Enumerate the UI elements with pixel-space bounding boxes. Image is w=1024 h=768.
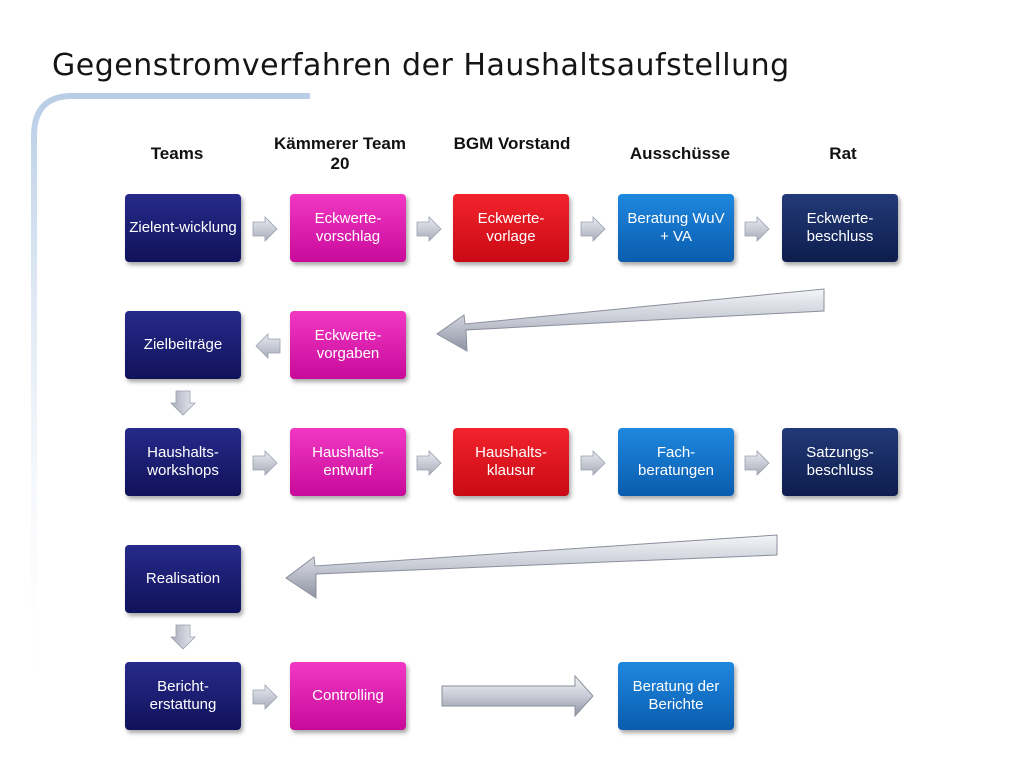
step-label: Beratung WuV + VA <box>627 210 725 245</box>
arrow-right-icon <box>744 216 770 242</box>
arrow-right-icon <box>744 450 770 476</box>
step-label: Eckwerte-vorlage <box>477 210 545 245</box>
step-beratung-wuv-va: Beratung WuV + VA <box>618 194 734 262</box>
long-right-arrow-icon <box>441 674 594 718</box>
step-label: Haushalts-entwurf <box>312 444 384 479</box>
step-eckwertevorgaben: Eckwerte-vorgaben <box>290 311 406 379</box>
step-realisation: Realisation <box>125 545 241 613</box>
step-controlling: Controlling <box>290 662 406 730</box>
arrow-right-icon <box>252 450 278 476</box>
step-zielbeitraege: Zielbeiträge <box>125 311 241 379</box>
step-label: Beratung der Berichte <box>632 678 720 713</box>
step-label: Haushalts-klausur <box>475 444 547 479</box>
step-label: Satzungs-beschluss <box>806 444 874 479</box>
step-eckwertebeschluss: Eckwerte-beschluss <box>782 194 898 262</box>
step-label: Realisation <box>145 570 221 587</box>
step-label: Eckwerte-vorgaben <box>314 327 382 362</box>
arrow-right-icon <box>416 216 442 242</box>
step-label: Bericht-erstattung <box>149 678 217 713</box>
arrow-down-icon <box>170 624 196 650</box>
step-label: Zielent-wicklung <box>129 219 237 236</box>
step-label: Eckwerte-vorschlag <box>314 210 382 245</box>
column-header-bgm: BGM Vorstand <box>453 134 571 153</box>
column-header-rat: Rat <box>829 144 857 163</box>
arrow-right-icon <box>252 216 278 242</box>
long-return-arrow-icon <box>436 288 825 352</box>
arrow-left-icon <box>255 333 281 359</box>
long-return-arrow-icon <box>285 534 778 599</box>
step-berichterstattung: Bericht-erstattung <box>125 662 241 730</box>
column-header-teams: Teams <box>150 144 204 163</box>
step-haushaltsentwurf: Haushalts-entwurf <box>290 428 406 496</box>
arrow-down-icon <box>170 390 196 416</box>
arrow-right-icon <box>580 216 606 242</box>
arrow-right-icon <box>416 450 442 476</box>
page-title: Gegenstromverfahren der Haushaltsaufstel… <box>52 48 790 83</box>
arrow-right-icon <box>252 684 278 710</box>
step-eckwertevorlage: Eckwerte-vorlage <box>453 194 569 262</box>
step-label: Eckwerte-beschluss <box>806 210 874 245</box>
step-label: Controlling <box>312 687 384 704</box>
step-label: Zielbeiträge <box>143 336 223 353</box>
arrow-right-icon <box>580 450 606 476</box>
step-label: Fach-beratungen <box>638 444 714 479</box>
step-label: Haushalts-workshops <box>147 444 219 479</box>
step-fachberatungen: Fach-beratungen <box>618 428 734 496</box>
step-eckwertevorschlag: Eckwerte-vorschlag <box>290 194 406 262</box>
step-haushaltsworkshops: Haushalts-workshops <box>125 428 241 496</box>
column-header-ausschuesse: Ausschüsse <box>629 144 731 163</box>
step-beratung-der-berichte: Beratung der Berichte <box>618 662 734 730</box>
step-satzungsbeschluss: Satzungs-beschluss <box>782 428 898 496</box>
column-header-kaemmerer: Kämmerer Team 20 <box>274 134 406 173</box>
step-haushaltsklausur: Haushalts-klausur <box>453 428 569 496</box>
step-zielentwicklung: Zielent-wicklung <box>125 194 241 262</box>
